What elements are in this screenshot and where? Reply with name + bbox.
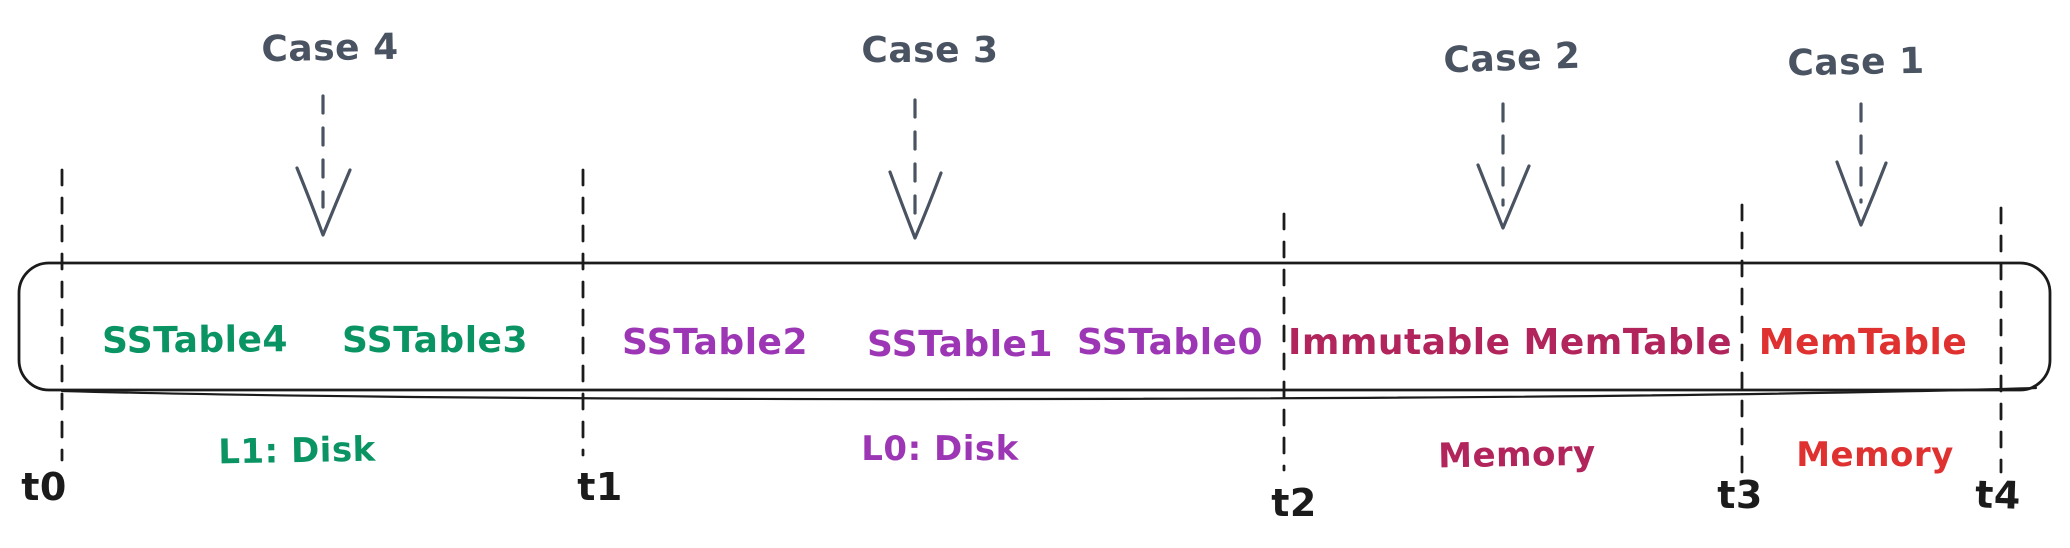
tick-label-t2: t2	[1271, 481, 1317, 525]
table-label-sstable3: SSTable3	[341, 320, 529, 361]
storage-box-bottom-stroke	[60, 386, 2038, 401]
case4-arrow	[295, 94, 352, 237]
tick-label-t4: t4	[1974, 472, 2022, 518]
case3-arrow	[888, 98, 943, 240]
level-label-memory-immutable: Memory	[1437, 433, 1597, 477]
level-label-memory: Memory	[1796, 435, 1954, 475]
case4-label: Case 4	[261, 26, 399, 71]
case1-label: Case 1	[1787, 40, 1925, 85]
level-label-l1-disk: L1: Disk	[217, 429, 377, 473]
table-label-sstable0: SSTable0	[1076, 322, 1264, 363]
tick-label-t1: t1	[577, 465, 623, 509]
case3-label: Case 3	[861, 30, 999, 71]
table-label-sstable2: SSTable2	[621, 322, 809, 363]
table-label-immutable-memtable: Immutable MemTable	[1287, 322, 1733, 363]
storage-box-outline	[17, 261, 2052, 392]
tick-label-t3: t3	[1717, 473, 1763, 517]
table-label-memtable: MemTable	[1758, 322, 1968, 363]
tick-label-t0: t0	[21, 465, 67, 509]
case2-label: Case 2	[1442, 35, 1582, 82]
case2-arrow	[1476, 102, 1531, 230]
table-label-sstable4: SSTable4	[101, 319, 289, 362]
level-label-l0-disk: L0: Disk	[861, 429, 1019, 469]
case1-arrow	[1835, 102, 1888, 227]
table-label-sstable1: SSTable1	[866, 324, 1054, 365]
